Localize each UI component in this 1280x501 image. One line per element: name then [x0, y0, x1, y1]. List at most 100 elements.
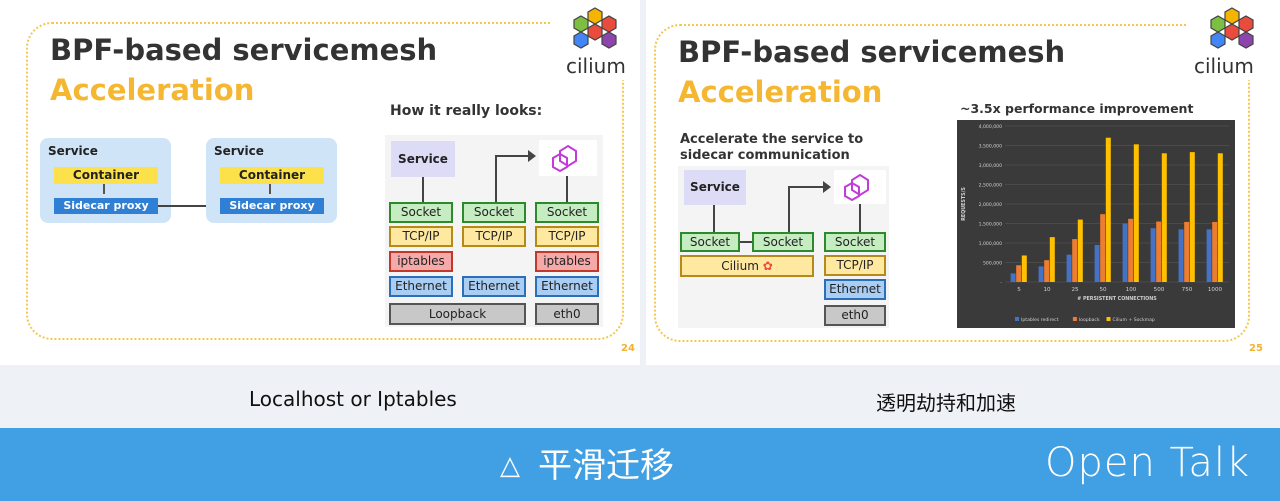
- tcpip-node: TCP/IP: [462, 226, 526, 247]
- loopback-node: Loopback: [389, 303, 526, 325]
- socket-node: Socket: [462, 202, 526, 223]
- cilium-logo: cilium: [1186, 4, 1278, 80]
- x-tick-label: 25: [1071, 287, 1079, 293]
- service-node: Service: [391, 141, 455, 177]
- slide-subtitle: Acceleration: [678, 75, 883, 109]
- x-tick-label: 100: [1126, 287, 1137, 293]
- arrow-right-icon: [158, 205, 216, 207]
- container-box: Container: [220, 167, 324, 184]
- socket-node: Socket: [389, 202, 453, 223]
- bar-iptables-redirect: [1122, 223, 1128, 282]
- cilium-logo-text: cilium: [1194, 54, 1254, 78]
- service-box: Service Container Sidecar proxy: [206, 138, 337, 223]
- service-label: Service: [214, 144, 264, 158]
- bar-cilium-sockmap: [1189, 152, 1195, 282]
- bar-iptables-redirect: [1010, 273, 1016, 282]
- slide-title: BPF-based servicemesh: [678, 35, 1066, 69]
- slide-title: BPF-based servicemesh: [50, 33, 438, 67]
- legend-label: Iptables redirect: [1021, 317, 1059, 323]
- bar-cilium-sockmap: [1021, 255, 1027, 282]
- bar-iptables-redirect: [1038, 266, 1044, 282]
- bar-cilium-sockmap: [1105, 137, 1111, 282]
- cilium-logo: cilium: [552, 4, 638, 80]
- slide-right: BPF-based servicemesh Acceleration ciliu…: [646, 0, 1280, 365]
- slide-subtitle: Acceleration: [50, 73, 255, 107]
- description-line: sidecar communication: [680, 148, 850, 163]
- legend-swatch: [1015, 317, 1019, 321]
- ethernet-node: Ethernet: [535, 276, 599, 297]
- x-tick-label: 10: [1043, 287, 1051, 293]
- slide-left: BPF-based servicemesh Acceleration ciliu…: [0, 0, 640, 365]
- ethernet-node: Ethernet: [462, 276, 526, 297]
- triangle-icon: △: [500, 451, 520, 481]
- y-tick-label: 4,000,000: [979, 124, 1002, 130]
- socket-node: Socket: [535, 202, 599, 223]
- legend-label: Cilium + Sockmap: [1113, 317, 1155, 323]
- bar-loopback: [1016, 265, 1022, 282]
- caption-right: 透明劫持和加速: [876, 391, 1016, 415]
- performance-bar-chart: -500,0001,000,0001,500,0002,000,0002,500…: [957, 120, 1235, 328]
- ethernet-node: Ethernet: [389, 276, 453, 297]
- bar-cilium-sockmap: [1077, 219, 1083, 282]
- ethernet-node: Ethernet: [824, 279, 886, 300]
- bar-cilium-sockmap: [1049, 237, 1055, 282]
- bar-iptables-redirect: [1094, 244, 1100, 282]
- legend-swatch: [1106, 317, 1111, 321]
- network-stack-diagram: Service Socket TCP/IP iptables Ethernet …: [385, 135, 603, 327]
- bar-loopback: [1184, 221, 1190, 282]
- bar-loopback: [1072, 239, 1078, 282]
- container-box: Container: [54, 167, 158, 184]
- envoy-hexagon-icon: [539, 140, 597, 176]
- sidecar-box: Sidecar proxy: [220, 198, 324, 214]
- description-line: Accelerate the service to: [680, 132, 864, 147]
- bar-loopback: [1100, 214, 1106, 282]
- arrow-down-icon: [269, 184, 271, 194]
- bar-cilium-sockmap: [1161, 153, 1167, 282]
- iptables-node: iptables: [535, 251, 599, 272]
- cilium-node: Cilium ✿: [680, 255, 814, 277]
- iptables-node: iptables: [389, 251, 453, 272]
- envoy-hexagon-icon: [834, 170, 886, 204]
- x-tick-label: 50: [1099, 287, 1107, 293]
- y-tick-label: 1,000,000: [979, 241, 1002, 247]
- y-tick-label: 2,000,000: [979, 202, 1002, 208]
- arrow-head-icon: [823, 181, 831, 193]
- bar-cilium-sockmap: [1133, 144, 1139, 282]
- cilium-hexagons-icon: [573, 7, 617, 49]
- page-number: 24: [621, 343, 635, 354]
- slide-frame: [26, 22, 624, 340]
- socket-node: Socket: [824, 232, 886, 252]
- caption-left: Localhost or Iptables: [249, 387, 457, 411]
- tcpip-node: TCP/IP: [824, 255, 886, 276]
- banner-title-text: 平滑迁移: [538, 446, 674, 486]
- chart-heading: ~3.5x performance improvement: [960, 101, 1194, 116]
- y-tick-label: 3,000,000: [979, 163, 1002, 169]
- diagram-heading: How it really looks:: [390, 103, 543, 119]
- arrow-head-icon: [528, 150, 536, 162]
- accelerated-stack-diagram: Service Socket Socket Cilium ✿ Socket TC…: [678, 166, 889, 328]
- x-axis-label: # PERSISTENT CONNECTIONS: [1077, 296, 1157, 302]
- legend-label: loopback: [1079, 317, 1100, 323]
- bar-loopback: [1156, 221, 1162, 282]
- x-tick-label: 5: [1017, 287, 1021, 293]
- bar-cilium-sockmap: [1217, 153, 1223, 282]
- socket-node: Socket: [680, 232, 740, 252]
- x-tick-label: 500: [1154, 287, 1165, 293]
- page-number: 25: [1249, 343, 1263, 354]
- open-talk-logo: Open Talk: [1045, 440, 1251, 486]
- y-tick-label: 500,000: [983, 261, 1002, 267]
- y-tick-label: 1,500,000: [979, 222, 1002, 228]
- bottom-banner: [0, 428, 1280, 501]
- bar-iptables-redirect: [1066, 254, 1072, 282]
- y-tick-label: 3,500,000: [979, 144, 1002, 150]
- bar-iptables-redirect: [1178, 229, 1184, 282]
- eth0-node: eth0: [824, 305, 886, 326]
- bar-loopback: [1044, 260, 1050, 282]
- sidecar-box: Sidecar proxy: [54, 198, 158, 214]
- x-tick-label: 1000: [1208, 287, 1223, 293]
- y-axis-label: REQUESTS/S: [961, 187, 967, 221]
- slide-description: Accelerate the service to sidecar commun…: [680, 132, 863, 164]
- bar-iptables-redirect: [1206, 229, 1212, 282]
- y-tick-label: 2,500,000: [979, 183, 1002, 189]
- cilium-label: Cilium: [721, 259, 759, 273]
